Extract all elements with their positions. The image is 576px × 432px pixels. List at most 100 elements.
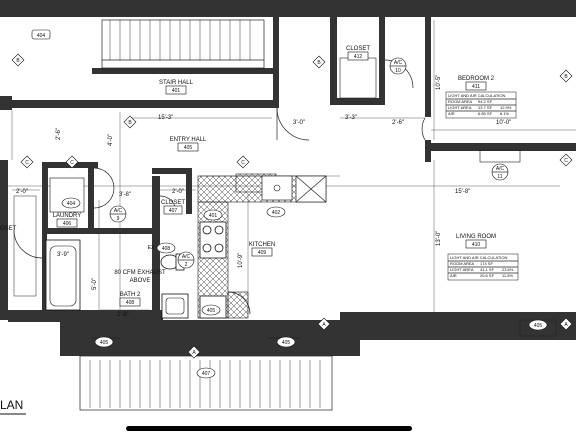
room-tag-box bbox=[465, 239, 487, 249]
room-number-closet-412: 412 bbox=[354, 54, 363, 60]
room-number-entry-hall: 405 bbox=[184, 145, 193, 151]
exhaust-note-line-1: 80 CFM EXHAUST bbox=[114, 270, 166, 276]
dimension-labels: 15'-3" 3'-0" 3'-3" 2'-6" 10'-0" 15'-8" 2… bbox=[16, 75, 511, 318]
room-tag-box bbox=[165, 85, 187, 95]
dim-5-0: 5'-0" bbox=[92, 278, 98, 290]
marker-ac-10: 10 bbox=[395, 68, 401, 74]
dim-3-9: 3'-9" bbox=[57, 252, 69, 258]
marker-ac-top: A/C bbox=[182, 254, 191, 260]
room-tag-box bbox=[465, 81, 487, 91]
pass-through-outline bbox=[479, 149, 557, 337]
dim-10-0: 10'-0" bbox=[496, 120, 511, 126]
marker-ac-2: 2 bbox=[185, 262, 188, 268]
tag-404-top: 404 bbox=[37, 33, 46, 39]
marker-ac-11: 11 bbox=[497, 174, 502, 180]
room-name-closet-407: CLOSET bbox=[161, 200, 185, 206]
dim-2-0-b: 2'-0" bbox=[172, 189, 184, 195]
element-tags: 404 404 401 402 405 408 405 405 407 405 bbox=[31, 29, 548, 379]
bedroom-calc-row-value: 94.2 SF bbox=[478, 99, 493, 104]
room-tag-box bbox=[177, 142, 199, 152]
room-number-bedroom-2: 411 bbox=[472, 84, 480, 90]
living-room-light-air-table: LIGHT AND AIR CALCULATION ROOM AREA 174 … bbox=[447, 253, 519, 281]
dim-2-6: 2'-6" bbox=[392, 120, 404, 126]
marker-b: B bbox=[128, 120, 132, 126]
home-indicator-bar bbox=[126, 426, 412, 431]
dim-10-5: 10'-5" bbox=[436, 75, 442, 90]
dim-10-9: 10'-9" bbox=[238, 253, 244, 268]
bedroom-calc-row-pct: 12.9% bbox=[500, 105, 512, 110]
tag-404-laundry: 404 bbox=[67, 201, 76, 207]
room-labels: STAIR HALL 401 CLOSET 412 BEDROOM 2 411 … bbox=[0, 46, 496, 307]
plan-title-block: LAN bbox=[0, 398, 26, 415]
dim-3-8: 3'-8" bbox=[119, 192, 131, 198]
tag-401: 401 bbox=[209, 213, 218, 219]
bedroom-calc-row-pct: 6.1% bbox=[500, 111, 510, 116]
bedroom-calc-row-value: 6.85 SF bbox=[478, 111, 493, 116]
marker-a: A bbox=[564, 322, 568, 328]
exhaust-tag: EX bbox=[148, 245, 155, 251]
tag-405-bottom-1: 405 bbox=[100, 340, 109, 346]
marker-b: B bbox=[317, 60, 321, 66]
marker-ac-9: 9 bbox=[117, 216, 120, 222]
room-number-closet-407: 407 bbox=[169, 208, 178, 214]
dim-2-0-a: 2'-0" bbox=[16, 189, 28, 195]
dim-3-3: 3'-3" bbox=[345, 115, 357, 121]
living-calc-row-label: AIR bbox=[450, 273, 457, 278]
living-calc-row-label: LIGHT AREA bbox=[450, 267, 474, 272]
living-calc-row-value: 41.1 SF bbox=[480, 267, 495, 272]
living-calc-row-pct: 23.6% bbox=[502, 267, 514, 272]
marker-ac-top: A/C bbox=[394, 60, 403, 66]
room-number-laundry: 406 bbox=[63, 221, 72, 227]
bedroom-calc-row-label: LIGHT AREA bbox=[448, 105, 472, 110]
tag-405-pantry: 405 bbox=[207, 308, 216, 314]
room-tag-box bbox=[347, 51, 369, 61]
living-calc-row-label: ROOM AREA bbox=[450, 261, 475, 266]
room-name-entry-hall: ENTRY HALL bbox=[170, 137, 207, 143]
dim-15-3: 15'-3" bbox=[158, 115, 173, 121]
room-tag-box bbox=[163, 205, 183, 215]
tag-405-bottom-2: 405 bbox=[282, 340, 291, 346]
room-name-closet-left: OSET bbox=[0, 226, 17, 232]
marker-ac-top: A/C bbox=[114, 208, 123, 214]
room-name-bedroom-2: BEDROOM 2 bbox=[458, 76, 495, 82]
tag-402: 402 bbox=[272, 210, 281, 216]
closet-shelf bbox=[13, 195, 37, 297]
room-name-living-room: LIVING ROOM bbox=[456, 234, 496, 240]
living-calc-row-pct: 11.8% bbox=[502, 273, 513, 278]
bathtub-icon bbox=[45, 239, 81, 311]
room-tag-box bbox=[119, 297, 141, 307]
dim-3-0: 3'-0" bbox=[293, 120, 305, 126]
marker-c: C bbox=[241, 160, 245, 166]
tag-408: 408 bbox=[162, 246, 171, 252]
room-number-kitchen: 409 bbox=[258, 250, 267, 256]
bedroom-calc-row-label: ROOM AREA bbox=[448, 99, 473, 104]
room-number-bath-2: 408 bbox=[126, 300, 135, 306]
living-calc-title: LIGHT AND AIR CALCULATION bbox=[450, 255, 508, 260]
marker-b: B bbox=[16, 58, 20, 64]
stair-hall-stairs bbox=[101, 19, 265, 69]
room-name-kitchen: KITCHEN bbox=[249, 242, 275, 248]
grid-markers: B B B B C C C C A A A A/C 10 A/C 11 A/C … bbox=[11, 53, 573, 359]
exterior-stairs bbox=[79, 355, 333, 411]
marker-ac-top: A/C bbox=[496, 166, 505, 172]
tag-405-right: 405 bbox=[534, 323, 543, 329]
bedroom-closet-outline bbox=[339, 57, 377, 99]
room-tag-box bbox=[56, 218, 78, 228]
dim-15-8: 15'-8" bbox=[455, 189, 470, 195]
tag-407-stairs: 407 bbox=[202, 371, 211, 377]
stove-icon bbox=[199, 221, 227, 259]
room-name-closet-412: CLOSET bbox=[346, 46, 370, 52]
dim-13-0: 13'-0" bbox=[436, 231, 442, 246]
dim-2-6-b: 2'-6" bbox=[56, 128, 62, 140]
living-calc-row-value: 20.6 SF bbox=[480, 273, 495, 278]
plan-title: LAN bbox=[0, 398, 23, 412]
room-name-bath-2: BATH 2 bbox=[120, 292, 141, 298]
room-tag-box bbox=[251, 247, 273, 257]
room-name-stair-hall: STAIR HALL bbox=[159, 80, 194, 86]
sink-icon bbox=[161, 293, 189, 319]
marker-c: C bbox=[25, 160, 29, 166]
marker-c: C bbox=[564, 158, 568, 164]
room-number-living-room: 410 bbox=[472, 242, 481, 248]
bedroom-calc-title: LIGHT AND AIR CALCULATION bbox=[448, 93, 506, 98]
